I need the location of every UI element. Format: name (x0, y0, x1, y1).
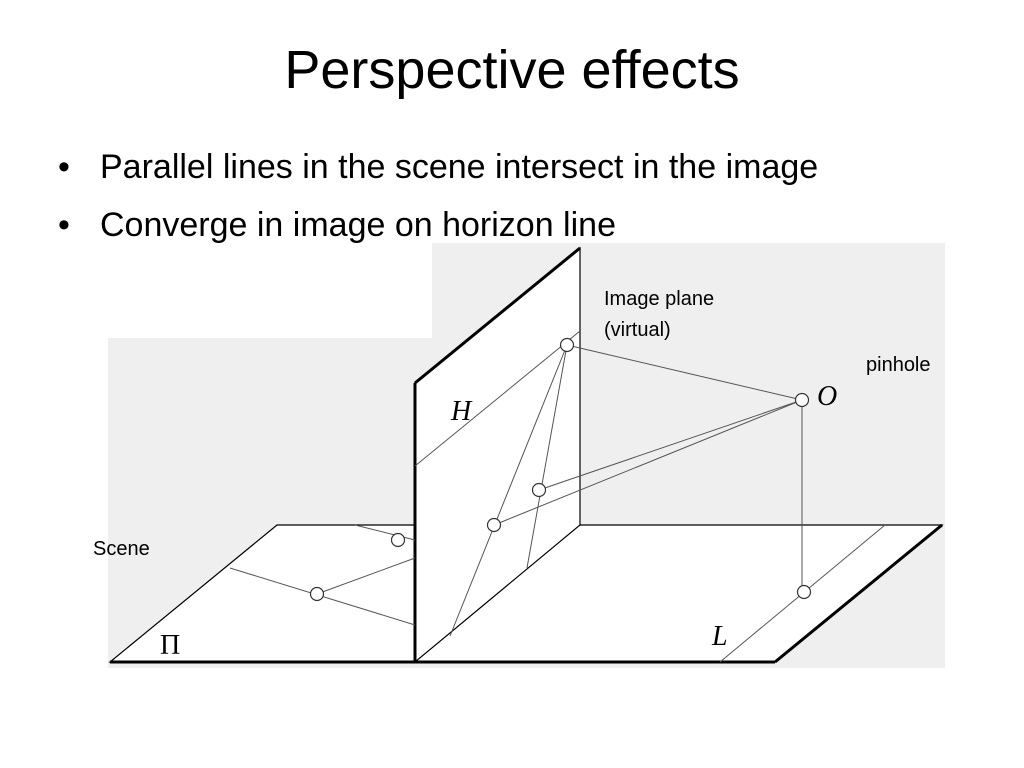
projection-ray (493, 399, 803, 526)
bullet-text: Parallel lines in the scene intersect in… (100, 148, 819, 186)
image-line (449, 344, 568, 637)
horizon-label: H (450, 396, 473, 427)
image-plane-label: Image plane (604, 288, 715, 310)
optical-center-label: O (817, 381, 837, 412)
pinhole-foot-point (796, 584, 812, 600)
image-line (526, 344, 568, 569)
image-point (486, 517, 502, 533)
bullet-dot: • (58, 148, 70, 186)
image-plane-top-edge (414, 246, 581, 385)
ground-plane-right-edge (774, 523, 943, 664)
ground-plane-label: Π (160, 630, 180, 661)
slide-title: Perspective effects (284, 40, 740, 100)
bullet-dot: • (58, 206, 70, 244)
projection-ray (538, 399, 803, 491)
horizon-line (414, 330, 581, 467)
bullet-text: Converge in image on horizon line (100, 206, 616, 244)
vanishing-point (559, 337, 575, 353)
scene-line (354, 524, 416, 541)
scene-point (390, 532, 406, 548)
bullet-item: • Converge in image on horizon line (58, 196, 818, 254)
projection-ray (316, 557, 416, 595)
bullet-item: • Parallel lines in the scene intersect i… (58, 138, 818, 196)
projection-ray (566, 344, 803, 401)
scene-label: Scene (93, 538, 150, 560)
image-plane-sublabel: (virtual) (604, 319, 671, 341)
optical-center-point (794, 392, 810, 408)
line-l-label: L (711, 621, 728, 652)
scene-point (309, 586, 325, 602)
image-point (531, 482, 547, 498)
bullet-list: • Parallel lines in the scene intersect i… (58, 138, 818, 254)
pinhole-label: pinhole (866, 354, 931, 376)
